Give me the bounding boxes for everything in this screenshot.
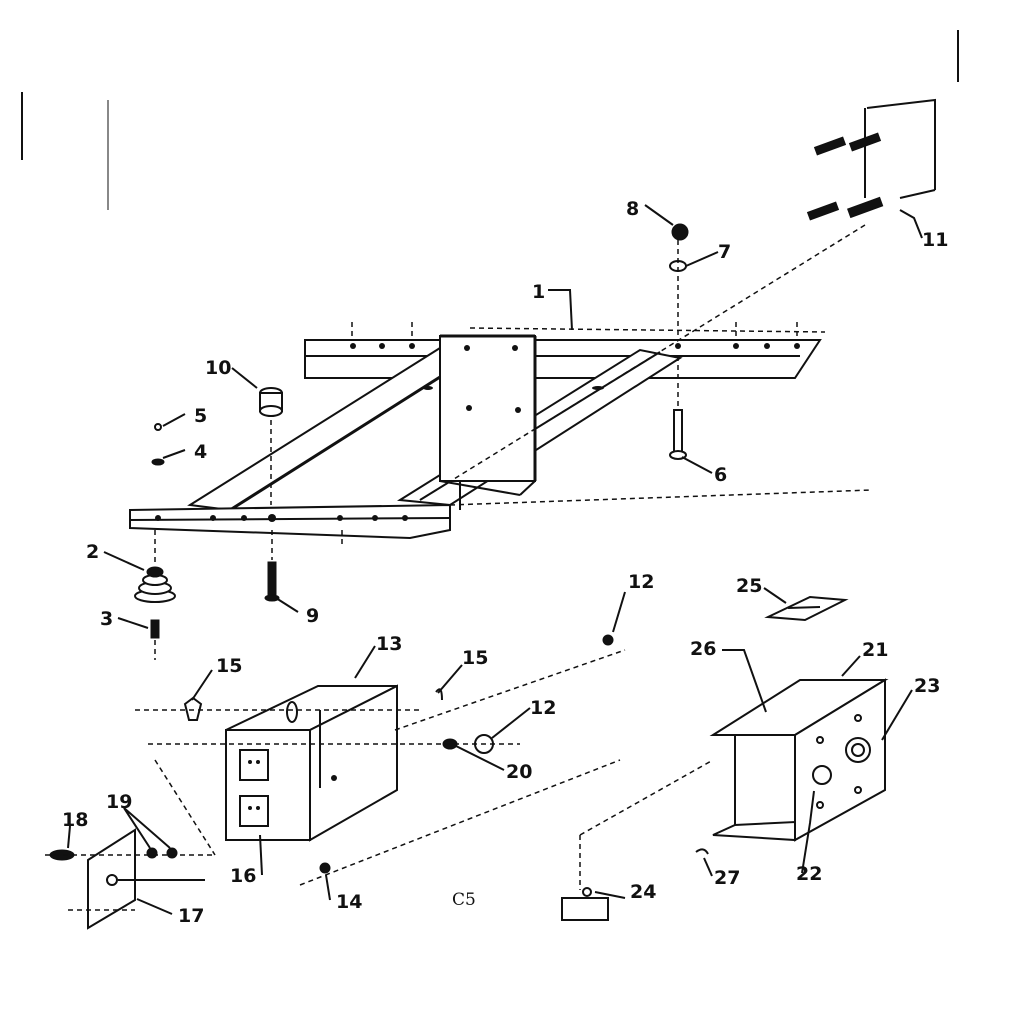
callout-labels: 1 2 3 4 5 6 7 8 9 10 11 12 12 13 14 15 1… xyxy=(62,198,948,927)
callout-23: 23 xyxy=(914,675,940,697)
callout-16: 16 xyxy=(230,865,256,887)
callout-4: 4 xyxy=(194,441,207,463)
callout-7: 7 xyxy=(718,241,731,263)
callout-21: 21 xyxy=(862,639,888,661)
callout-12-upper: 12 xyxy=(628,571,654,593)
callout-18: 18 xyxy=(62,809,88,831)
leader-lines xyxy=(67,204,923,915)
callout-8: 8 xyxy=(626,198,639,220)
callout-14: 14 xyxy=(336,891,362,913)
callout-15-left: 15 xyxy=(216,655,242,677)
callout-27: 27 xyxy=(714,867,740,889)
callout-15-right: 15 xyxy=(462,647,488,669)
scan-marks xyxy=(21,30,959,210)
callout-26: 26 xyxy=(690,638,716,660)
callout-10: 10 xyxy=(205,357,231,379)
callout-17: 17 xyxy=(178,905,204,927)
callout-2: 2 xyxy=(86,541,99,563)
callout-9: 9 xyxy=(306,605,319,627)
callout-22: 22 xyxy=(796,863,822,885)
switch-bracket xyxy=(579,678,889,890)
callout-19: 19 xyxy=(106,791,132,813)
callout-1: 1 xyxy=(532,281,545,303)
plug-block xyxy=(419,98,936,501)
callout-5: 5 xyxy=(194,405,207,427)
callout-12-lower: 12 xyxy=(530,697,556,719)
outlet-box xyxy=(135,649,626,886)
callout-3: 3 xyxy=(100,608,113,630)
callout-11: 11 xyxy=(922,229,948,251)
callout-6: 6 xyxy=(714,464,727,486)
hardware xyxy=(134,223,849,921)
main-frame xyxy=(129,322,873,560)
callout-24: 24 xyxy=(630,881,656,903)
cover-plate xyxy=(45,828,215,930)
callout-25: 25 xyxy=(736,575,762,597)
diagram-code: C5 xyxy=(452,890,476,910)
callout-13: 13 xyxy=(376,633,402,655)
callout-20: 20 xyxy=(506,761,532,783)
